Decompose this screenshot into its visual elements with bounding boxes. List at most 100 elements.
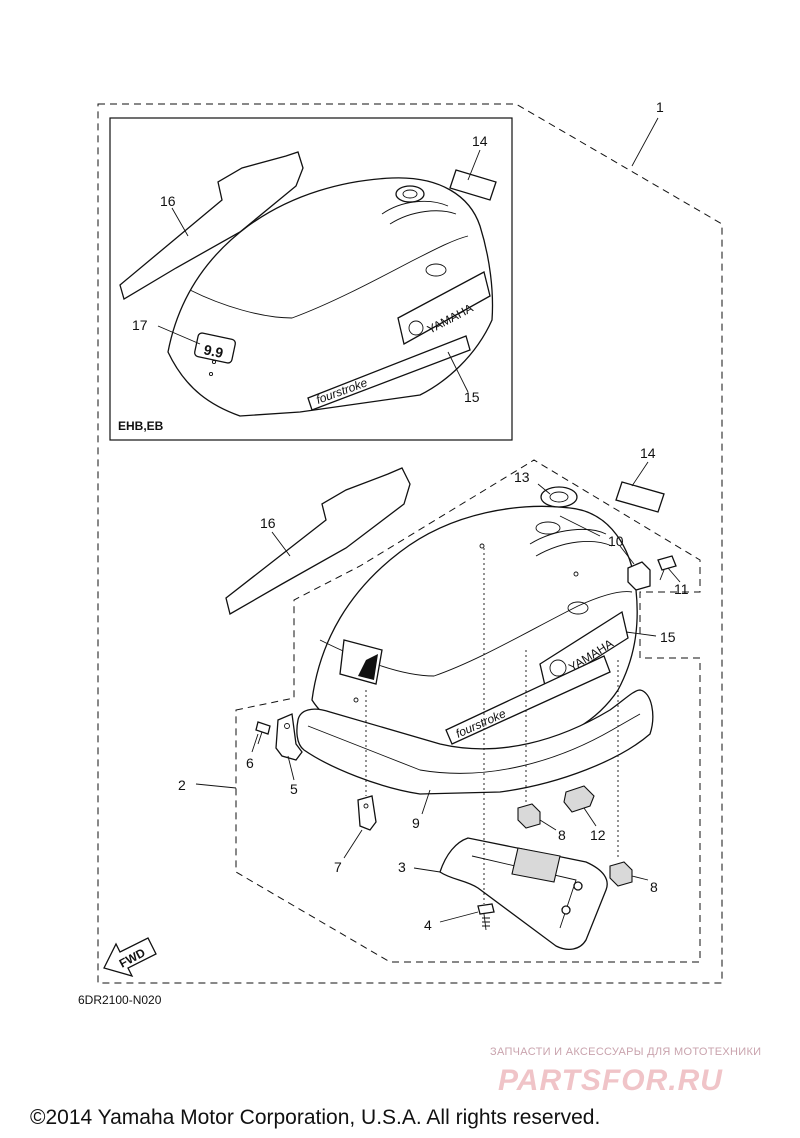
inset-cowling-ridge [189,235,469,319]
leader-14 [631,461,649,487]
inset-top-cowling [167,177,494,417]
inset-badge-text: 9.9 [202,341,225,361]
lock-bolt-head [657,555,677,571]
rubber-pad-b [609,861,633,887]
copyright-footer: ©2014 Yamaha Motor Corporation, U.S.A. A… [30,1106,600,1129]
leader-16 [271,531,291,557]
callout-16-inset: 16 [160,193,176,209]
stripe-decal [445,655,611,745]
inset-stripe-decal [307,335,471,411]
lock-bracket [627,561,651,591]
leader-8a [539,819,557,831]
latch-lever-pocket [511,847,561,883]
brand-mark [549,659,567,677]
leader-7 [343,829,363,859]
cowling-window-glass [358,654,378,680]
inset-side-decal [119,151,304,300]
callout-8a: 8 [558,827,566,843]
callout-10: 10 [608,533,624,549]
callout-7: 7 [334,859,342,875]
watermark-tagline: ЗАПЧАСТИ И АКСЕССУАРЫ ДЛЯ МОТОТЕХНИКИ [490,1046,761,1058]
inset-leader-17 [157,325,201,345]
leader-9 [421,789,431,815]
rubber-pad-a [517,803,541,829]
emblem-seat [535,521,561,535]
callout-4: 4 [424,917,432,933]
leader-6 [251,733,259,753]
callout-17: 17 [132,317,148,333]
inset-variant-tag: EHB,EB [118,419,164,433]
inset-emblem-inner [402,189,418,199]
tapping-screw-head [477,903,495,915]
inset-leader-14 [467,149,481,181]
callout-14: 14 [640,445,656,461]
callout-12: 12 [590,827,606,843]
latch-lever-hole-b [561,905,571,915]
callout-16: 16 [260,515,276,531]
leader-4 [439,911,479,923]
callout-8b: 8 [650,879,658,895]
caution-label [615,481,665,513]
inset-leader-16 [171,207,189,237]
watermark-logo: PARTSFOR.RU [498,1064,723,1097]
seal-clip [357,795,377,831]
bracket-hole [284,723,290,729]
latch-bracket [275,713,303,761]
lock-bolt-shaft [659,569,665,581]
callout-11: 11 [674,581,689,597]
latch-dimple [567,601,589,615]
callout-14-inset: 14 [472,133,488,149]
cowling-seal [296,689,654,795]
leader-1 [631,117,659,167]
tapping-screw-shaft [482,913,490,931]
leader-2 [195,783,237,789]
brand-decal [539,610,629,692]
leader-13 [537,483,551,495]
callout-15: 15 [660,629,676,645]
inset-hole-a [208,371,214,377]
cowling-seal-inner [307,713,641,774]
assembly-boundary [97,103,723,984]
latch-lever-hole-a [573,881,583,891]
inset-badge [194,332,236,364]
drawing-number: 6DR2100-N020 [78,993,162,1007]
callout-1: 1 [656,99,664,115]
bracket-screw [255,721,271,735]
callout-3: 3 [398,859,406,875]
inset-brand-mark [408,320,424,336]
bracket-screw-tip [257,731,263,745]
inset-latch-dimple [425,263,447,277]
subassembly-boundary [235,459,701,963]
fwd-arrow [103,937,157,978]
inset-leader-15 [447,351,469,393]
cowling-vent [529,529,613,557]
inset-hole-b [211,359,217,365]
inset-emblem [395,185,425,203]
leader-12 [583,807,597,827]
callout-9: 9 [412,815,420,831]
cowling-hole-a [479,543,485,549]
cowling-hole-c [353,697,359,703]
inset-caution-label [449,169,497,201]
leader-3 [413,867,441,873]
latch-damper [563,785,595,813]
seal-clip-hole [363,803,369,809]
emblem-cap [540,486,578,508]
leader-11 [667,567,681,583]
leader-5 [287,755,295,781]
emblem-cap-inner [549,491,569,503]
callout-15-inset: 15 [464,389,480,405]
cowling-hole-b [573,571,579,577]
callout-13: 13 [514,469,530,485]
leader-8b [631,875,649,881]
leader-15 [625,631,657,637]
callout-2: 2 [178,777,186,793]
callout-6: 6 [246,755,254,771]
leader-10 [619,545,635,565]
side-decal [225,467,411,615]
cowling-latch-lever [439,837,608,951]
callout-5: 5 [290,781,298,797]
inset-brand-decal [397,271,491,345]
leader-13-ext [559,515,601,537]
